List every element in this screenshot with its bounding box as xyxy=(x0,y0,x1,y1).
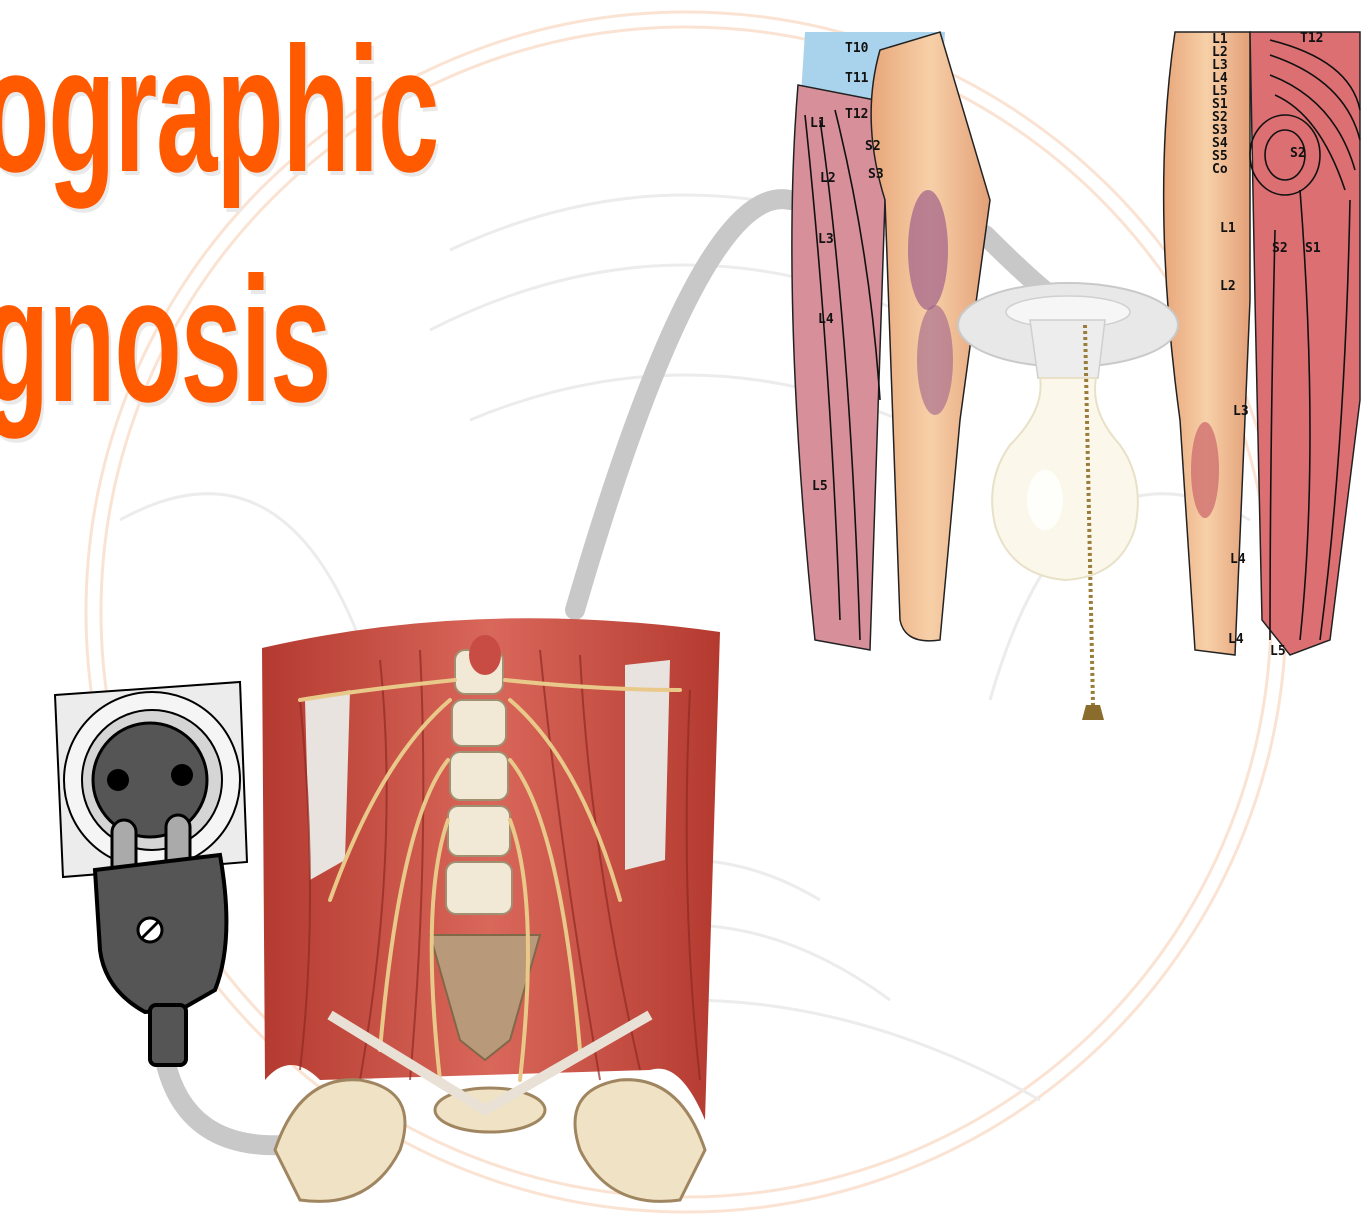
light-bulb-icon xyxy=(958,283,1178,580)
